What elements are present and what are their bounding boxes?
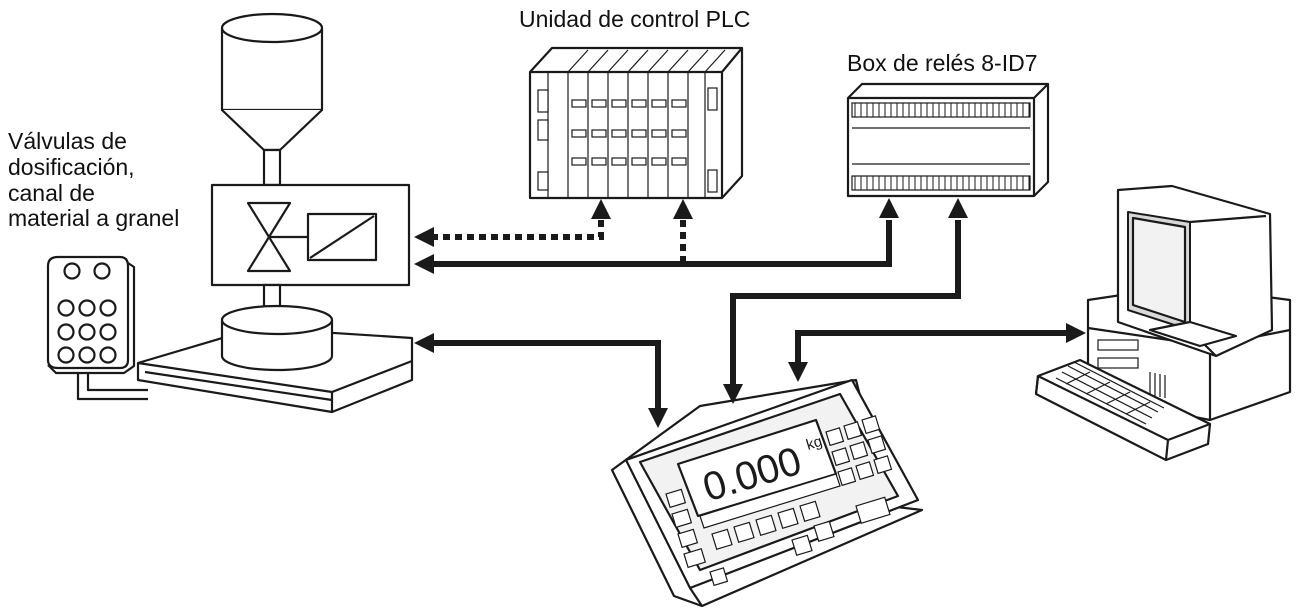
plc-valve-dashed-link [432,220,604,240]
display-unit: kg [804,433,824,454]
arrowhead [948,198,968,218]
valves-label-line-1: Válvulas de [8,128,127,154]
weighing-terminal: 0.000 kg [610,378,924,608]
relay-box [846,82,1050,198]
arrowhead [648,408,668,428]
arrowhead [591,199,611,219]
arrowhead [723,384,743,404]
plc-label: Unidad de control PLC [519,6,751,32]
arrowhead [1066,323,1086,343]
arrowhead [414,227,434,247]
arrowhead [788,362,808,382]
keyboard [1034,358,1212,462]
plc-modules [537,49,726,198]
monitor [1116,184,1274,358]
valves-label: Válvulas de dosificación, canal de mater… [8,128,180,232]
valve-symbol [246,201,308,273]
container-on-scale [220,304,334,372]
scale-terminal-link [432,340,661,410]
relay-valve-link [432,220,892,267]
dosing-valve-unit [210,183,411,320]
hopper [220,12,324,187]
weighing-platform [136,304,414,414]
connections [414,198,1086,428]
terminal-keys-numeric [825,415,893,524]
actuator-symbol [306,212,378,262]
relay-box-label: Box de relés 8-ID7 [847,50,1038,76]
arrowhead [414,254,434,274]
arrowhead [414,333,434,353]
terminal-keys-function [665,488,835,587]
arrowhead [879,198,899,218]
valves-label-line-4: material a granel [8,205,180,232]
pendant-buttons [57,262,117,364]
relay-terminal-link [730,220,961,386]
control-pendant [46,255,148,401]
terminal-display: 0.000 kg [676,418,841,529]
arrowhead [673,199,693,219]
valves-label-line-3: canal de [8,179,95,206]
valves-label-line-2: dosificación, [8,153,135,180]
terminal-pc-link [795,330,1068,364]
personal-computer [1034,184,1292,462]
plc-unit [528,46,744,200]
